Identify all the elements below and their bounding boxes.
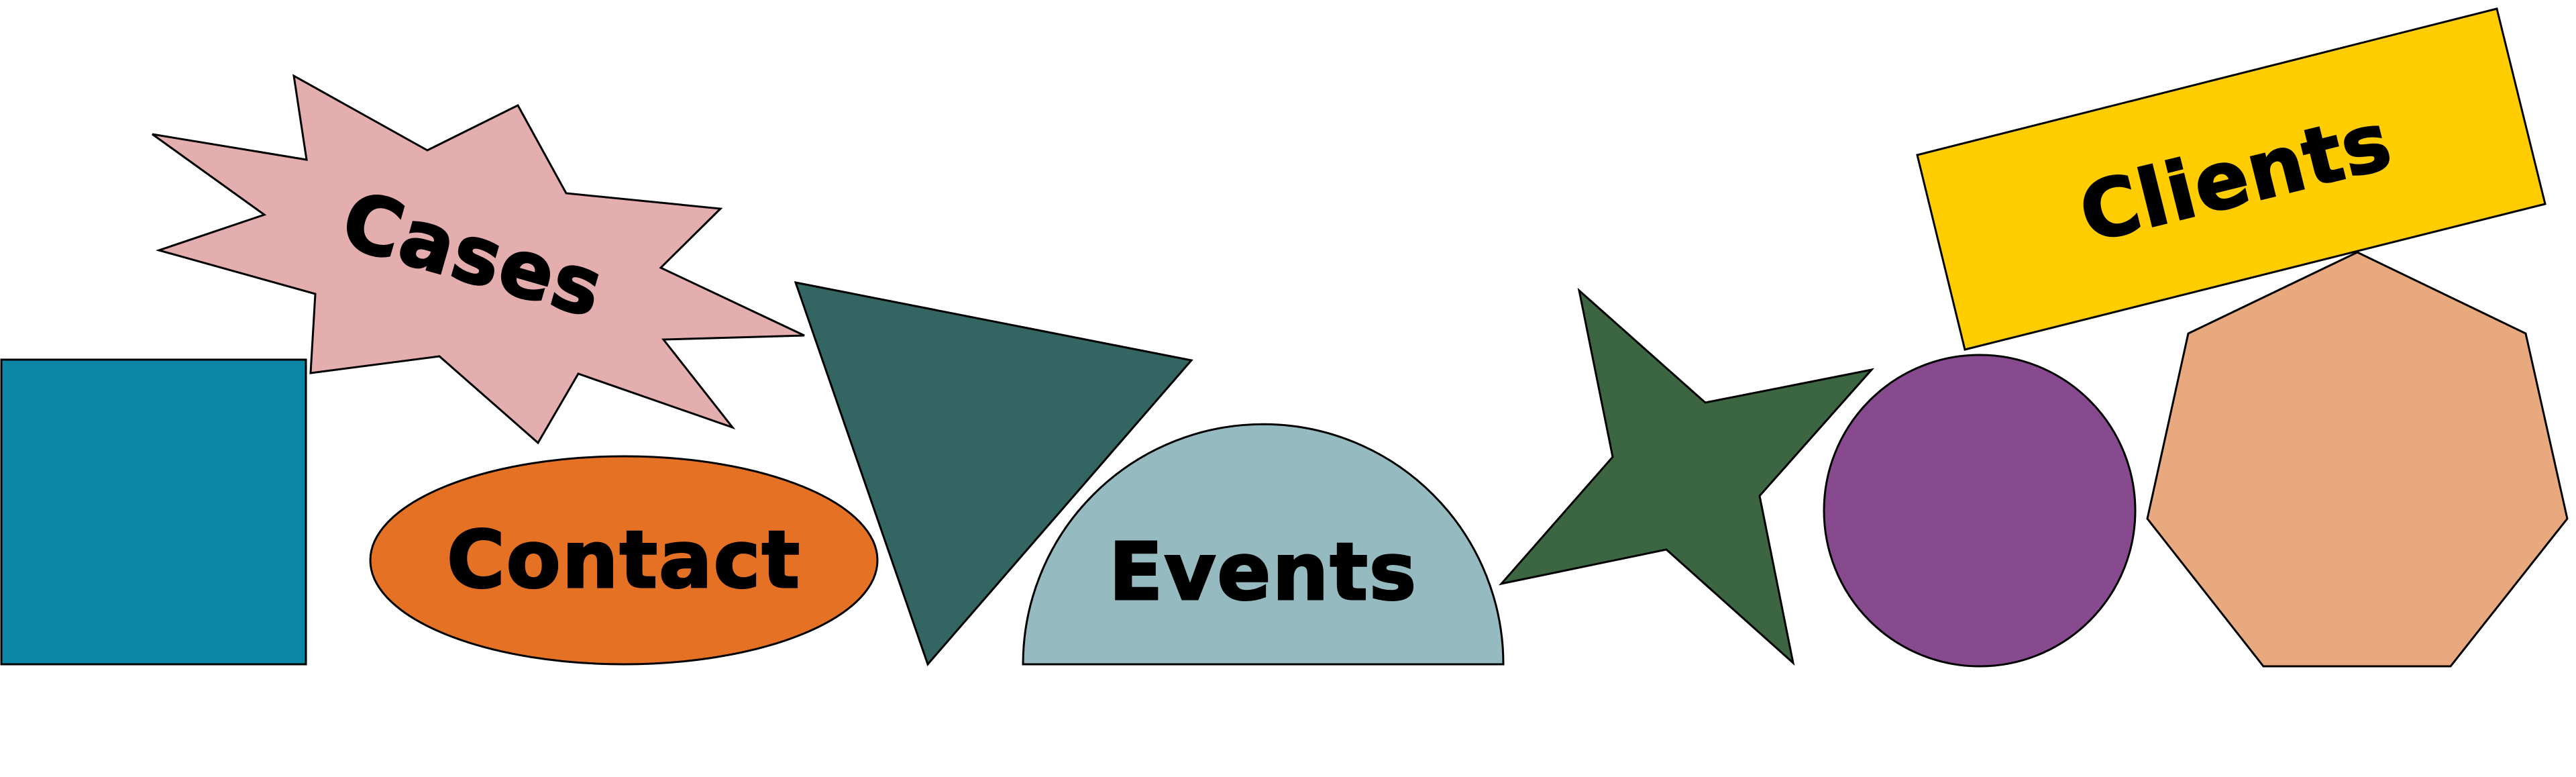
- semicircle-shape: [1022, 423, 1505, 666]
- circle-shape: [1823, 354, 2137, 668]
- rectangle-shape: [1916, 7, 2546, 351]
- ellipse-shape: [369, 455, 879, 666]
- four-point-star-shape: [1498, 287, 1875, 666]
- triangle-shape: [794, 281, 1193, 666]
- ellipse-label: Contact: [447, 513, 801, 606]
- heptagon-shape: [2146, 251, 2569, 668]
- starburst-shape: [152, 74, 805, 445]
- semicircle-label: Events: [1109, 525, 1417, 618]
- square-shape: [0, 358, 307, 666]
